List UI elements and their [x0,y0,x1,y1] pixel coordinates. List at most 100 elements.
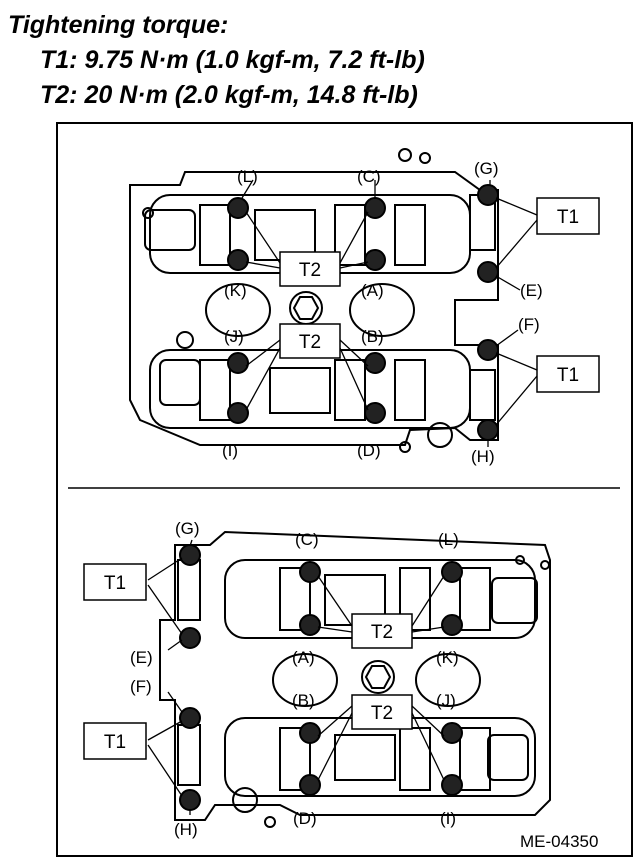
top-cam-journal [334,204,366,266]
t1-box-top-lower [536,355,600,393]
bolt-L-top [227,197,249,219]
top-port [176,331,194,349]
label-F-top: (F) [518,315,540,334]
label-L-bottom: (L) [438,530,459,549]
top-cam-journal [199,204,231,266]
top-center-lobe [349,283,415,337]
bolt-G-top [477,184,499,206]
bottom-port [232,787,258,813]
top-view-labels: (L) (C) (G) (E) (K) (A) (J) (B) (F) (I) … [222,159,543,466]
top-view-leaders [241,179,538,447]
bolt-D-top [364,402,386,424]
bottom-view-leaders [147,539,445,815]
label-G-bottom: (G) [175,519,200,538]
top-center-lobe [205,283,271,337]
label-E-bottom: (E) [130,648,153,667]
label-F-bottom: (F) [130,677,152,696]
bolt-J-bottom [441,722,463,744]
torque-t1-spec: T1: 9.75 N·m (1.0 kgf-m, 7.2 ft-lb) [40,46,425,74]
bottom-view-boxes: T1 T1 T2 T2 [83,563,413,760]
bolt-B-top [364,352,386,374]
bolt-D-bottom [299,774,321,796]
label-J-top: (J) [224,327,244,346]
bolt-J-top [227,352,249,374]
t2-box-top-lower [279,323,341,359]
bottom-cam-journal [399,727,431,791]
label-H-top: (H) [471,447,495,466]
bottom-cam-journal [279,567,311,631]
label-A-bottom: (A) [292,648,315,667]
label-D-bottom: (D) [293,809,317,828]
bolt-C-top [364,197,386,219]
bolt-K-top [227,249,249,271]
bolt-I-bottom [441,774,463,796]
bottom-center-lobe [272,653,338,707]
bolt-K-bottom [441,614,463,636]
t2-label-top-lower: T2 [299,332,321,353]
top-right-bracket [469,369,496,421]
top-solenoid [159,359,201,406]
top-view-boxes: T2 T2 T1 T1 [279,197,600,393]
t1-box-top-upper [536,197,600,235]
t2-label-bottom-lower: T2 [371,703,393,724]
label-I-bottom: (I) [440,809,456,828]
top-port [427,422,453,448]
t1-label-top-lower: T1 [557,365,579,386]
top-cam-journal [269,367,331,414]
top-port [142,207,154,219]
bottom-port [540,560,550,570]
bolt-A-top [364,249,386,271]
label-L-top: (L) [237,167,258,186]
bottom-cam-journal [459,567,491,631]
label-I-top: (I) [222,441,238,460]
t1-label-bottom-upper: T1 [104,573,126,594]
label-D-top: (D) [357,441,381,460]
torque-t2-spec: T2: 20 N·m (2.0 kgf-m, 14.8 ft-lb) [40,81,418,109]
label-J-bottom: (J) [436,691,456,710]
bolt-F-top [477,339,499,361]
t2-label-bottom-upper: T2 [371,622,393,643]
top-cam-journal [199,359,231,421]
bottom-center-hex-bolt [364,665,392,689]
bolt-F-bottom [179,707,201,729]
bottom-view-bolts [179,544,463,811]
bottom-view-diagram [159,530,551,828]
label-K-bottom: (K) [436,648,459,667]
bottom-cam-journal [459,727,491,791]
label-C-top: (C) [357,167,381,186]
figure-code: ME-04350 [520,832,598,851]
bolt-B-bottom [299,722,321,744]
bottom-solenoid [491,577,538,624]
bolt-H-bottom [179,789,201,811]
bottom-view-labels: (G) (C) (L) (E) (A) (K) (F) (B) (J) (H) … [130,519,459,839]
header-title: Tightening torque: [8,11,229,39]
top-port [399,441,411,453]
label-H-bottom: (H) [174,820,198,839]
t2-box-bottom-upper [351,613,413,649]
top-cam-journal [334,359,366,421]
label-G-top: (G) [474,159,499,178]
label-B-top: (B) [361,327,384,346]
t2-box-top-upper [279,251,341,287]
top-port [419,152,431,164]
label-C-bottom: (C) [295,530,319,549]
bolt-L-bottom [441,561,463,583]
bottom-center-boss [361,660,395,694]
bottom-left-bracket [177,724,201,786]
bolt-E-bottom [179,627,201,649]
t2-box-bottom-lower [351,694,413,730]
bolt-E-top [477,261,499,283]
t2-label-top-upper: T2 [299,260,321,281]
bottom-port [264,816,276,828]
t1-label-top-upper: T1 [557,207,579,228]
bolt-C-bottom [299,561,321,583]
label-B-bottom: (B) [292,691,315,710]
bolt-H-top [477,419,499,441]
bottom-casting-outline [159,530,551,821]
figure-frame [56,122,633,857]
top-view-bolts [227,184,499,441]
bolt-G-bottom [179,544,201,566]
top-solenoid [144,209,196,251]
top-cam-journal [394,359,426,421]
